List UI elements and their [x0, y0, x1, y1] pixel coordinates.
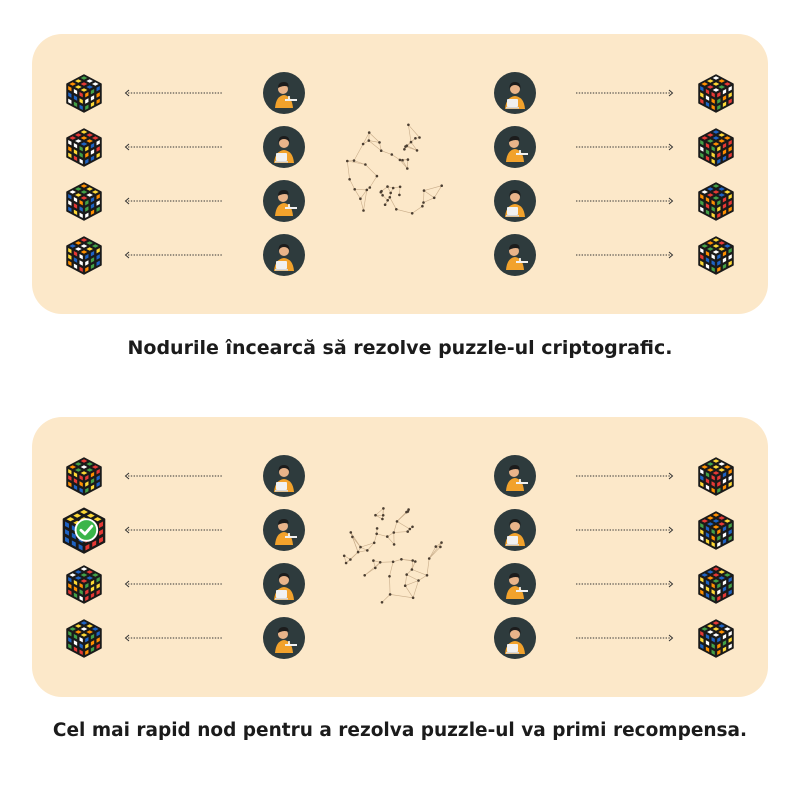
- node-row-3: [32, 178, 768, 224]
- dotted-arrow-icon: [574, 470, 674, 482]
- dotted-arrow-icon: [124, 87, 224, 99]
- rubiks-cube-icon: [64, 181, 104, 221]
- person-with-laptop-icon: [263, 509, 305, 551]
- rubiks-cube-icon: [64, 456, 104, 496]
- rubiks-cube-icon: [64, 564, 104, 604]
- dotted-arrow-icon: [574, 524, 674, 536]
- person-with-laptop-icon: [263, 563, 305, 605]
- rubiks-cube-icon: [696, 235, 736, 275]
- solved-rubiks-cube-icon: [60, 506, 108, 554]
- caption-1: Nodurile încearcă să rezolve puzzle-ul c…: [127, 337, 673, 359]
- caption-2: Cel mai rapid nod pentru a rezolva puzzl…: [52, 720, 748, 741]
- node-row-4: [32, 232, 768, 278]
- rubiks-cube-icon: [696, 73, 736, 113]
- node-row-3: [32, 561, 768, 607]
- person-with-laptop-icon: [263, 72, 305, 114]
- dotted-arrow-icon: [124, 249, 224, 261]
- network-sphere-icon: [340, 501, 448, 609]
- person-with-laptop-icon: [494, 72, 536, 114]
- dotted-arrow-icon: [574, 141, 674, 153]
- dotted-arrow-icon: [124, 141, 224, 153]
- rubiks-cube-icon: [64, 618, 104, 658]
- person-with-laptop-icon: [263, 180, 305, 222]
- rubiks-cube-icon: [696, 456, 736, 496]
- rubiks-cube-icon: [696, 618, 736, 658]
- person-with-laptop-icon: [494, 455, 536, 497]
- dotted-arrow-icon: [124, 195, 224, 207]
- dotted-arrow-icon: [574, 578, 674, 590]
- node-row-2: [32, 506, 768, 554]
- person-with-laptop-icon: [494, 126, 536, 168]
- person-with-laptop-icon: [494, 509, 536, 551]
- rubiks-cube-icon: [64, 127, 104, 167]
- network-sphere-icon: [340, 118, 448, 226]
- person-with-laptop-icon: [494, 617, 536, 659]
- dotted-arrow-icon: [124, 470, 224, 482]
- person-with-laptop-icon: [263, 617, 305, 659]
- checkmark-icon: [74, 518, 99, 542]
- dotted-arrow-icon: [574, 87, 674, 99]
- node-row-4: [32, 615, 768, 661]
- person-with-laptop-icon: [263, 455, 305, 497]
- person-with-laptop-icon: [263, 234, 305, 276]
- dotted-arrow-icon: [124, 632, 224, 644]
- person-with-laptop-icon: [263, 126, 305, 168]
- diagram-panel-2: [32, 417, 768, 697]
- dotted-arrow-icon: [574, 632, 674, 644]
- rubiks-cube-icon: [696, 510, 736, 550]
- dotted-arrow-icon: [574, 195, 674, 207]
- dotted-arrow-icon: [574, 249, 674, 261]
- node-row-2: [32, 124, 768, 170]
- dotted-arrow-icon: [124, 578, 224, 590]
- rubiks-cube-icon: [696, 181, 736, 221]
- person-with-laptop-icon: [494, 234, 536, 276]
- rubiks-cube-icon: [696, 564, 736, 604]
- node-row-1: [32, 453, 768, 499]
- person-with-laptop-icon: [494, 563, 536, 605]
- diagram-panel-1: [32, 34, 768, 314]
- rubiks-cube-icon: [64, 235, 104, 275]
- node-row-1: [32, 70, 768, 116]
- rubiks-cube-icon: [696, 127, 736, 167]
- rubiks-cube-icon: [64, 73, 104, 113]
- dotted-arrow-icon: [124, 524, 224, 536]
- person-with-laptop-icon: [494, 180, 536, 222]
